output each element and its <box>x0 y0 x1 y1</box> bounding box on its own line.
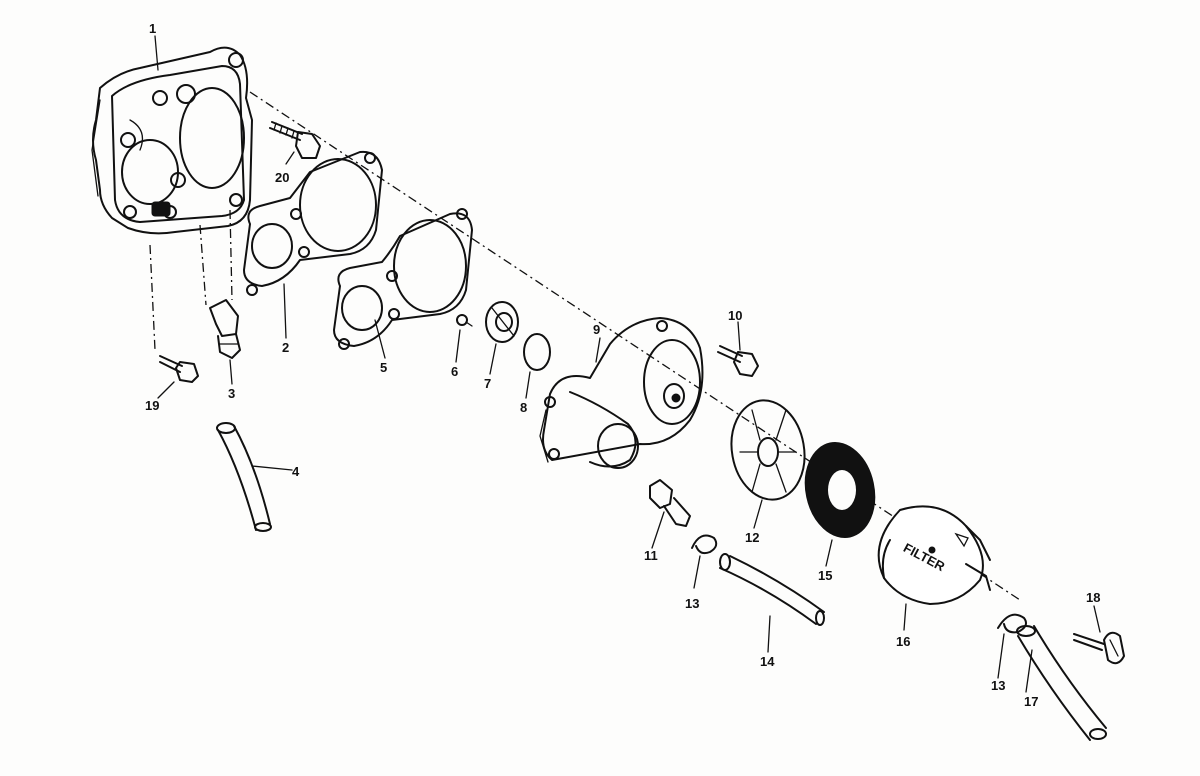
pump-housing-part-9 <box>539 317 704 469</box>
callout-labels: 1 2 3 4 5 6 7 8 9 10 11 12 13 13 14 15 1… <box>145 21 1100 709</box>
clamp-part-13b <box>997 613 1027 634</box>
callout-19: 19 <box>145 398 159 413</box>
callout-13a: 13 <box>685 596 699 611</box>
hose-part-17 <box>1016 625 1107 741</box>
hose-part-14 <box>719 553 825 626</box>
pump-body-part <box>91 46 253 235</box>
check-valve-part-7 <box>485 301 519 343</box>
callout-4: 4 <box>292 464 300 479</box>
callout-17: 17 <box>1024 694 1038 709</box>
bolt-part-10 <box>717 345 759 377</box>
callout-6: 6 <box>451 364 458 379</box>
gasket-part-2 <box>243 150 383 296</box>
fitting-axis-line <box>199 224 207 306</box>
elbow-fitting-part-3 <box>209 299 241 359</box>
callout-11: 11 <box>644 548 658 563</box>
fitting-part-11 <box>649 479 691 527</box>
inlet-axis-line <box>229 209 233 301</box>
callout-12: 12 <box>745 530 759 545</box>
callout-7: 7 <box>484 376 491 391</box>
callout-3: 3 <box>228 386 235 401</box>
callout-18: 18 <box>1086 590 1100 605</box>
callout-1: 1 <box>149 21 156 36</box>
filter-screen-part-12 <box>730 399 806 501</box>
callout-9: 9 <box>593 322 600 337</box>
hose-part-4 <box>216 422 272 532</box>
bolt-part-20 <box>269 121 321 159</box>
screw-axis-line <box>149 244 156 351</box>
callout-16: 16 <box>896 634 910 649</box>
assembly-axis-line <box>249 91 1021 601</box>
screw-part-18 <box>1073 631 1125 665</box>
callout-10: 10 <box>728 308 742 323</box>
callout-8: 8 <box>520 400 527 415</box>
screw-part-19 <box>159 355 199 383</box>
leader-lines <box>154 35 1101 693</box>
screw-part-6 <box>456 314 473 327</box>
callout-13b: 13 <box>991 678 1005 693</box>
gasket-part-5 <box>333 208 473 350</box>
gasket-ring-part-15 <box>804 442 876 538</box>
callout-20: 20 <box>275 170 289 185</box>
callout-14: 14 <box>760 654 775 669</box>
filter-bowl-part-16: FILTER <box>877 505 991 606</box>
clamp-part-13a <box>691 534 718 555</box>
callout-5: 5 <box>380 360 387 375</box>
callout-2: 2 <box>282 340 289 355</box>
callout-15: 15 <box>818 568 832 583</box>
o-ring-part-8 <box>523 333 551 371</box>
